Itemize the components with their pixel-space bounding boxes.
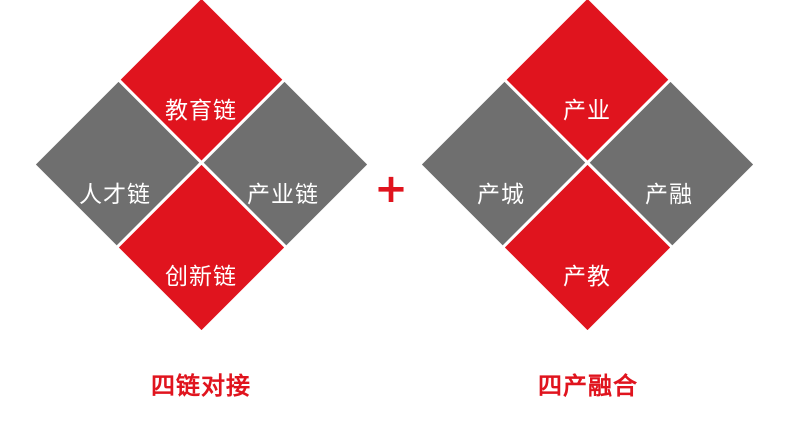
right-top-label: 产业 bbox=[563, 98, 611, 124]
plus-icon: + bbox=[374, 166, 408, 212]
left-left-label: 人才链 bbox=[79, 182, 151, 208]
right-caption: 四产融合 bbox=[538, 372, 638, 400]
right-right-label: 产融 bbox=[645, 182, 693, 208]
left-bottom-label: 创新链 bbox=[165, 264, 237, 290]
left-top-label: 教育链 bbox=[165, 98, 237, 124]
right-bottom-label: 产教 bbox=[563, 264, 611, 290]
left-right-label: 产业链 bbox=[247, 182, 319, 208]
right-left-label: 产城 bbox=[477, 182, 525, 208]
left-caption: 四链对接 bbox=[151, 372, 251, 400]
